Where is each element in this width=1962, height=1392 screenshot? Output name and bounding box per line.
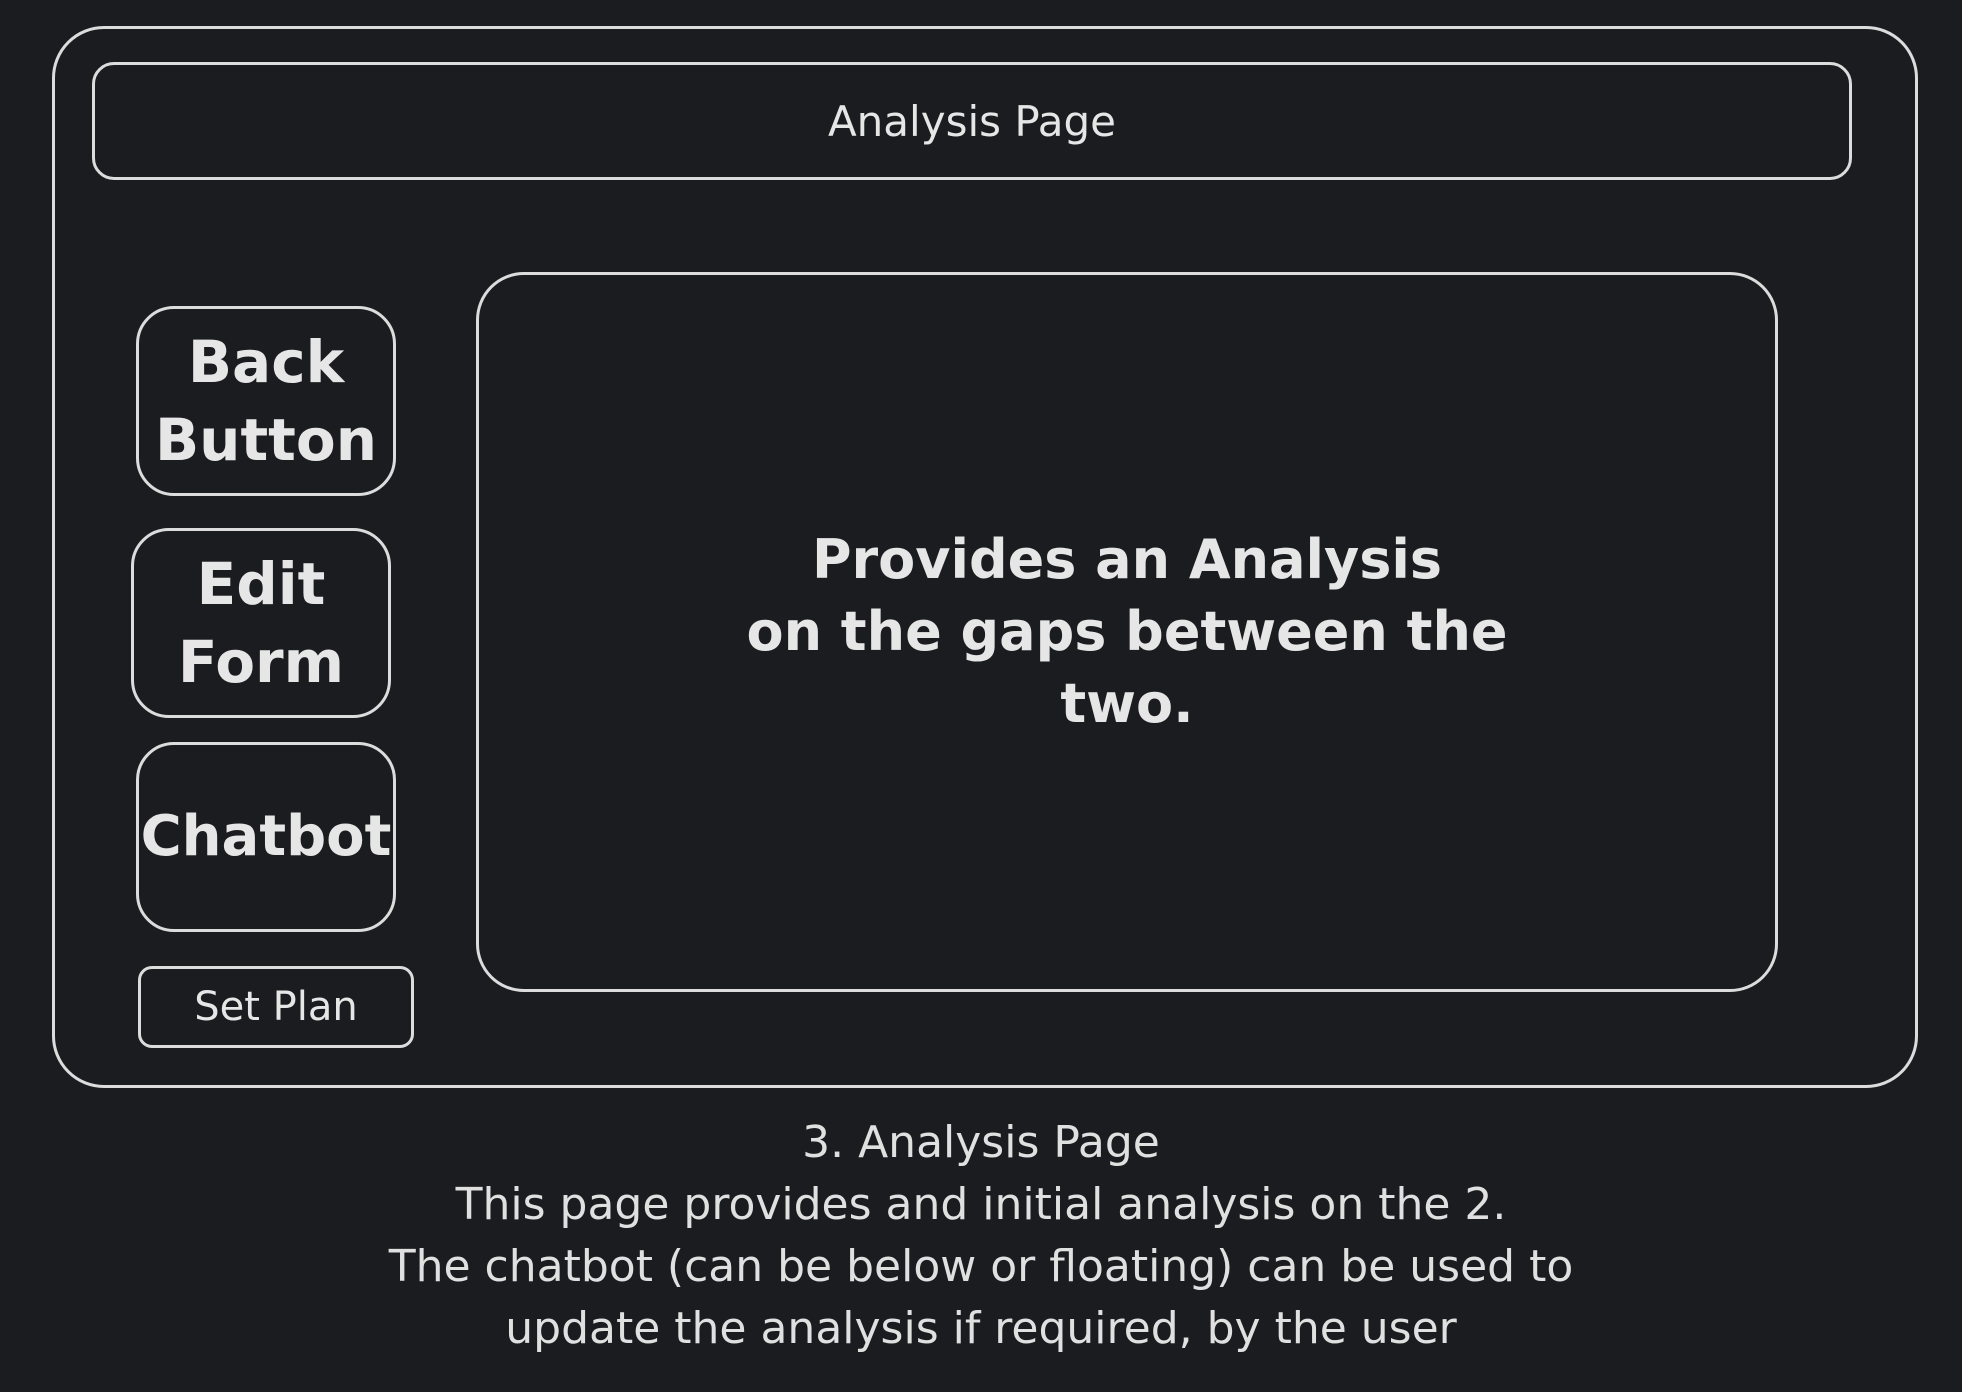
chatbot-button[interactable]: Chatbot [136, 742, 396, 932]
analysis-text-line-3: two. [1060, 672, 1194, 735]
analysis-text-line-2: on the gaps between the [746, 600, 1508, 663]
caption-line-2: This page provides and initial analysis … [455, 1179, 1507, 1230]
edit-form-button[interactable]: Edit Form [131, 528, 391, 718]
analysis-text-line-1: Provides an Analysis [811, 528, 1443, 591]
back-button-label-line-2: Button [154, 406, 378, 474]
caption-line-4: update the analysis if required, by the … [505, 1303, 1457, 1354]
page-frame [52, 26, 1918, 1088]
edit-form-button-label-line-1: Edit [196, 550, 326, 618]
back-button[interactable]: Back Button [136, 306, 396, 496]
caption-line-1: 3. Analysis Page [802, 1117, 1160, 1168]
edit-form-button-label-line-2: Form [177, 628, 345, 696]
caption-line-3: The chatbot (can be below or floating) c… [388, 1241, 1574, 1292]
page-title-bar: Analysis Page [92, 62, 1852, 180]
diagram-caption: 3. Analysis Page This page provides and … [0, 1112, 1962, 1360]
page-title: Analysis Page [827, 96, 1117, 146]
chatbot-button-label: Chatbot [140, 804, 392, 869]
analysis-content-panel: Provides an Analysis on the gaps between… [476, 272, 1778, 992]
set-plan-button[interactable]: Set Plan [138, 966, 414, 1048]
back-button-label-line-1: Back [187, 328, 345, 396]
set-plan-button-label: Set Plan [194, 984, 358, 1030]
